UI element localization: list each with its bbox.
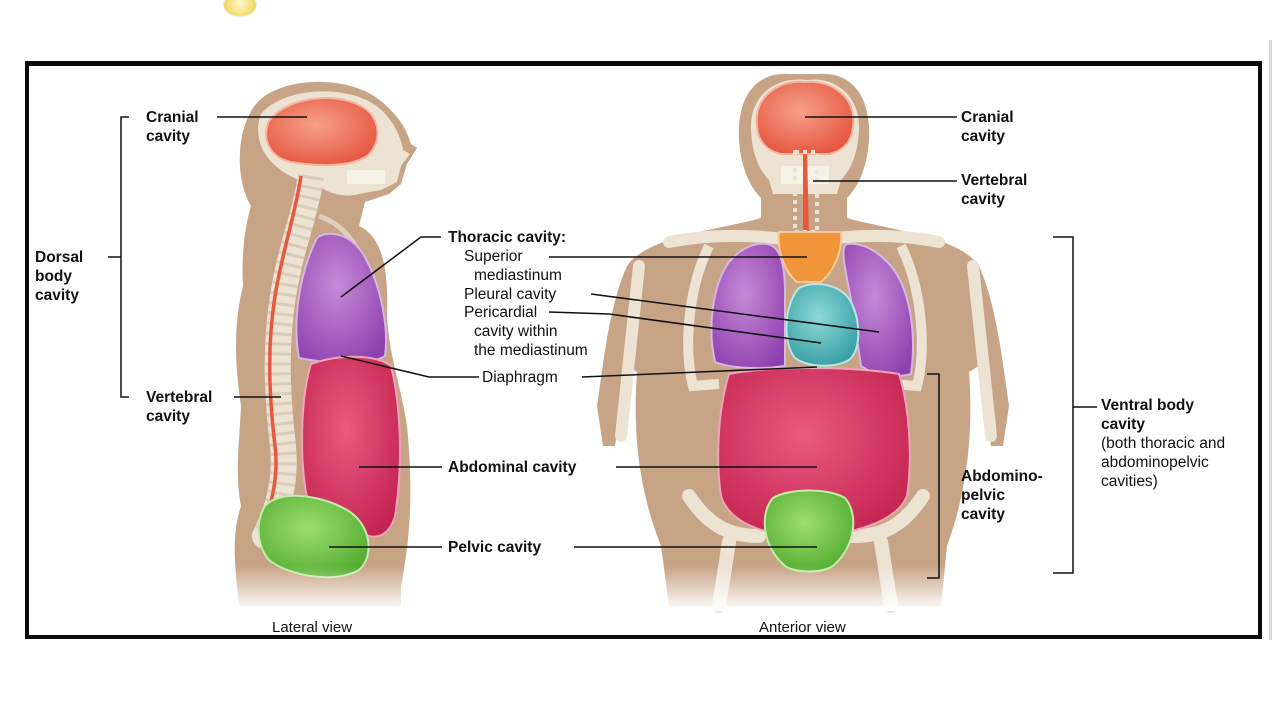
- lateral-thoracic-cavity: [295, 232, 388, 364]
- ventral-line2: cavity: [1101, 416, 1145, 433]
- dorsal-line1: Dorsal: [35, 249, 84, 266]
- lateral-cranial-line1: Cranial: [146, 109, 199, 126]
- superior-mediastinum-label: Superior mediastinum: [464, 247, 562, 285]
- superior-line1: Superior: [464, 248, 523, 265]
- lateral-figure: [234, 81, 417, 607]
- ventral-line1: Ventral body: [1101, 397, 1195, 414]
- pericardial-cavity-label: Pericardial cavity within the mediastinu…: [464, 303, 588, 360]
- lateral-vertebral-line2: cavity: [146, 408, 190, 425]
- anterior-abdominal-cavity: [717, 367, 911, 538]
- anterior-vertebral-label: Vertebral cavity: [961, 171, 1027, 209]
- anterior-cranial-line2: cavity: [961, 128, 1005, 145]
- anterior-cranial-cavity: [755, 80, 855, 155]
- dorsal-body-cavity-label: Dorsal body cavity: [35, 248, 83, 305]
- diaphragm-label: Diaphragm: [482, 369, 558, 386]
- superior-line2: mediastinum: [474, 267, 562, 284]
- leader-lines: [108, 116, 1097, 579]
- anterior-view-caption: Anterior view: [759, 619, 846, 636]
- thoracic-cavity-title: Thoracic cavity:: [448, 229, 567, 246]
- body-cavities-illustration: [108, 73, 1097, 613]
- lateral-cranial-line2: cavity: [146, 128, 190, 145]
- abdominopelvic-cavity-label: Abdomino- pelvic cavity: [961, 467, 1043, 524]
- pelvic-cavity-label: Pelvic cavity: [448, 539, 542, 556]
- pericardial-line2: cavity within: [474, 323, 558, 340]
- abdominopelvic-line3: cavity: [961, 506, 1005, 523]
- dorsal-bracket: [120, 116, 129, 398]
- pericardial-line1: Pericardial: [464, 304, 538, 321]
- lateral-abdominal-cavity: [301, 355, 401, 538]
- abdominopelvic-line1: Abdomino-: [961, 468, 1043, 485]
- ventral-note-line2: abdominopelvic: [1101, 454, 1209, 471]
- lateral-spinal-cord: [261, 175, 303, 529]
- dorsal-line3: cavity: [35, 287, 79, 304]
- diagram-frame: Cranial cavity Dorsal body cavity Verteb…: [25, 61, 1262, 639]
- anterior-pelvis-bones: [682, 489, 930, 613]
- ventral-note-line3: cavities): [1101, 473, 1158, 490]
- abdominopelvic-line2: pelvic: [961, 487, 1005, 504]
- anterior-vertebral-line2: cavity: [961, 191, 1005, 208]
- slide-edge-divider: [1269, 40, 1272, 640]
- slide-bullet-icon: [224, 0, 256, 16]
- anterior-cranial-label: Cranial cavity: [961, 108, 1014, 146]
- pleural-cavity-label: Pleural cavity: [464, 286, 557, 303]
- ventral-body-cavity-label: Ventral body cavity (both thoracic and a…: [1101, 396, 1225, 491]
- bottom-fade: [209, 566, 1069, 611]
- anterior-vertebral-cavity: [803, 152, 809, 234]
- anterior-pelvic-cavity: [763, 489, 855, 573]
- lateral-cranial-cavity: [265, 97, 379, 167]
- abdominal-cavity-label: Abdominal cavity: [448, 459, 577, 476]
- dorsal-line2: body: [35, 268, 73, 285]
- anterior-vertebral-line1: Vertebral: [961, 172, 1028, 189]
- lateral-cranial-label: Cranial cavity: [146, 108, 199, 146]
- lateral-vertebral-line1: Vertebral: [146, 389, 213, 406]
- anterior-cranial-line1: Cranial: [961, 109, 1014, 126]
- lateral-vertebral-label: Vertebral cavity: [146, 388, 212, 426]
- lateral-teeth: [347, 170, 385, 184]
- lateral-spine: [252, 163, 324, 549]
- anterior-rib-cage: [683, 243, 927, 392]
- lateral-view-caption: Lateral view: [272, 619, 353, 636]
- pericardial-line3: the mediastinum: [474, 342, 588, 359]
- anterior-right-pleural-cavity: [842, 242, 914, 377]
- anterior-left-pleural-cavity: [710, 242, 786, 370]
- anterior-superior-mediastinum: [777, 231, 843, 283]
- ventral-note-line1: (both thoracic and: [1101, 435, 1226, 452]
- abdominopelvic-bracket: [927, 373, 940, 579]
- ventral-bracket: [1053, 236, 1074, 574]
